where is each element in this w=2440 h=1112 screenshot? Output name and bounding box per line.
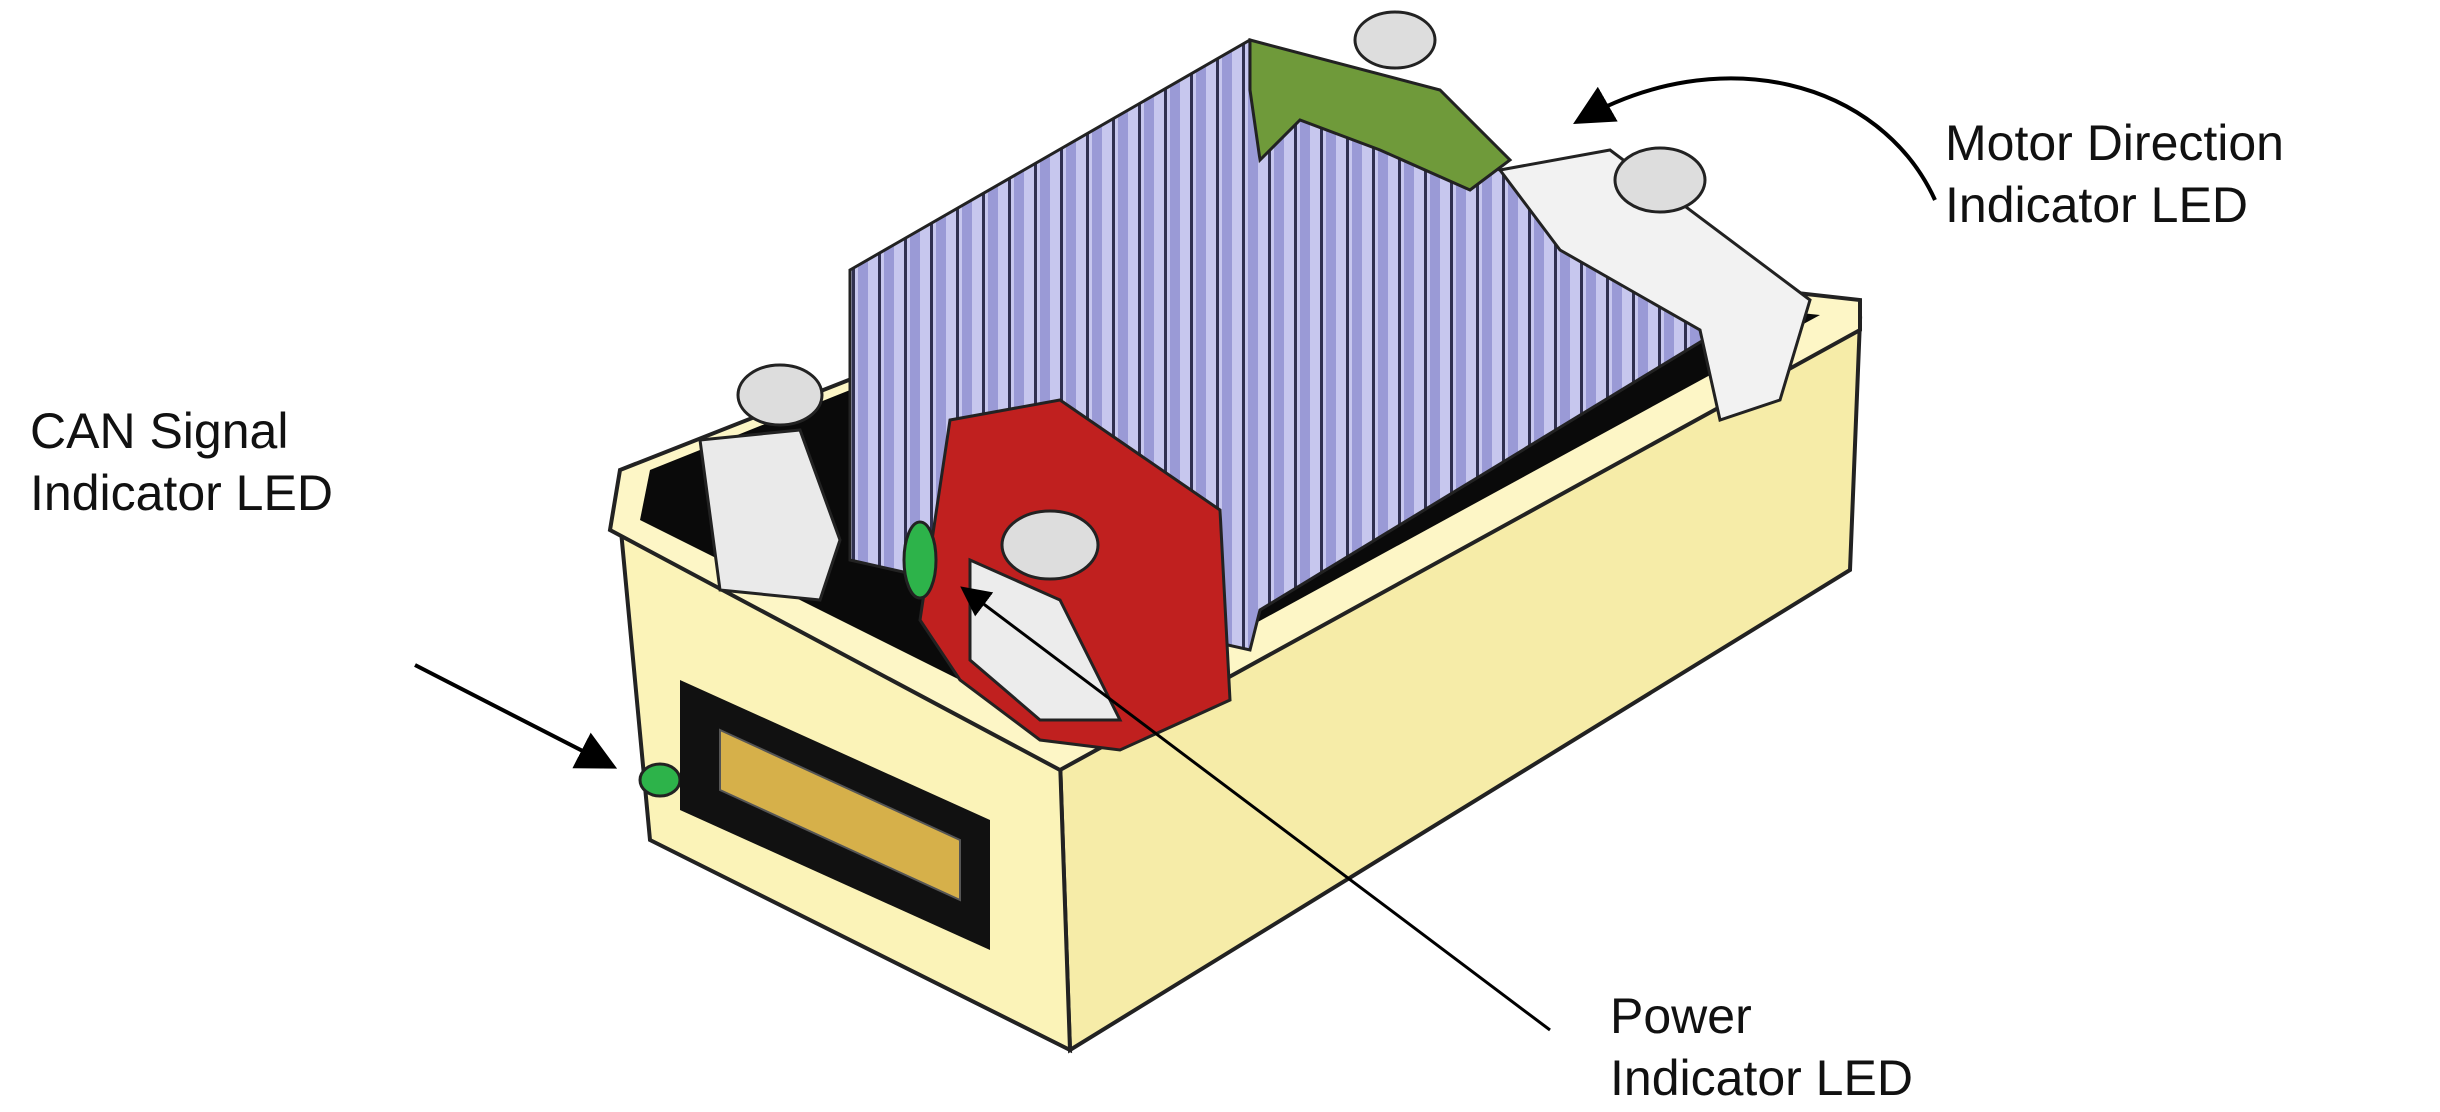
can-signal-label: CAN Signal Indicator LED [30, 400, 333, 524]
can-connector [680, 680, 990, 950]
power-line1: Power [1610, 988, 1752, 1044]
motor-direction-line1: Motor Direction [1945, 115, 2284, 171]
power-arrow [960, 586, 1551, 1032]
can-signal-arrow [414, 663, 618, 769]
screw-icon [1000, 509, 1100, 581]
screw-icon [1353, 10, 1437, 70]
can-signal-line1: CAN Signal [30, 403, 289, 459]
white-terminal [1497, 146, 1812, 422]
screw-icon [736, 363, 824, 427]
can-led [638, 762, 682, 798]
power-led [902, 520, 938, 600]
can-signal-line2: Indicator LED [30, 465, 333, 521]
motor-direction-label: Motor Direction Indicator LED [1945, 112, 2284, 236]
motor-direction-arrow [1573, 76, 1937, 201]
screw-icon [1613, 146, 1707, 214]
green-terminal [1248, 10, 1513, 192]
left-terminal [698, 363, 842, 602]
power-label: Power Indicator LED [1610, 985, 1913, 1109]
power-line2: Indicator LED [1610, 1050, 1913, 1106]
motor-direction-line2: Indicator LED [1945, 177, 2248, 233]
